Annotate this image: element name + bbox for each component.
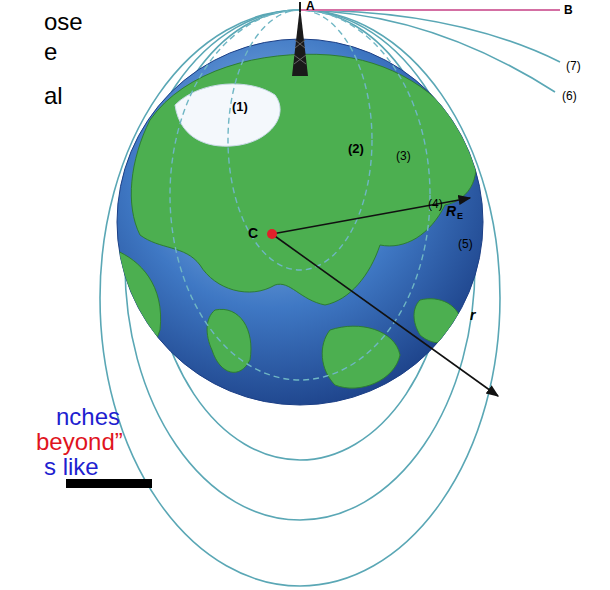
orbit-paths: [100, 10, 560, 586]
point-label: B: [564, 4, 573, 16]
callout-number: (1): [232, 100, 248, 113]
continents: [115, 54, 476, 388]
callout-number: (3): [396, 150, 411, 162]
text-bar: [66, 479, 152, 488]
callout-number: (5): [458, 238, 473, 250]
earth-radius-arrow: [272, 198, 470, 234]
callout-number: (4): [428, 198, 443, 210]
radius-subscript: E: [457, 212, 463, 221]
radius-symbol: r: [470, 308, 475, 322]
tangent-line: [300, 9, 560, 11]
slide-text: beyond”: [36, 430, 123, 454]
southeast-asia-landmass: [322, 326, 400, 388]
slide-text: ose: [44, 10, 83, 34]
slide-text: s like: [44, 455, 99, 479]
callout-number: (6): [562, 90, 577, 102]
callout-number: (2): [348, 142, 364, 155]
radius-symbol: R: [446, 204, 456, 218]
orbit-radius-arrow: [272, 234, 498, 396]
point-label: A: [306, 0, 315, 12]
africa-landmass: [115, 250, 161, 364]
island-landmass: [414, 299, 462, 343]
tower-mast: [299, 2, 301, 12]
tower-lattice: [294, 40, 306, 64]
tower-body: [292, 6, 308, 76]
point-label: C: [248, 226, 258, 240]
slide-text: al: [44, 84, 63, 108]
earth-center-dot: [267, 229, 277, 239]
eurasia-landmass: [131, 54, 476, 305]
india-landmass: [207, 309, 251, 372]
slide-text: e: [44, 40, 57, 64]
orbit-5: [100, 10, 500, 586]
slide-text: nches: [56, 405, 120, 429]
callout-number: (7): [566, 60, 581, 72]
launch-tower: [292, 2, 308, 76]
